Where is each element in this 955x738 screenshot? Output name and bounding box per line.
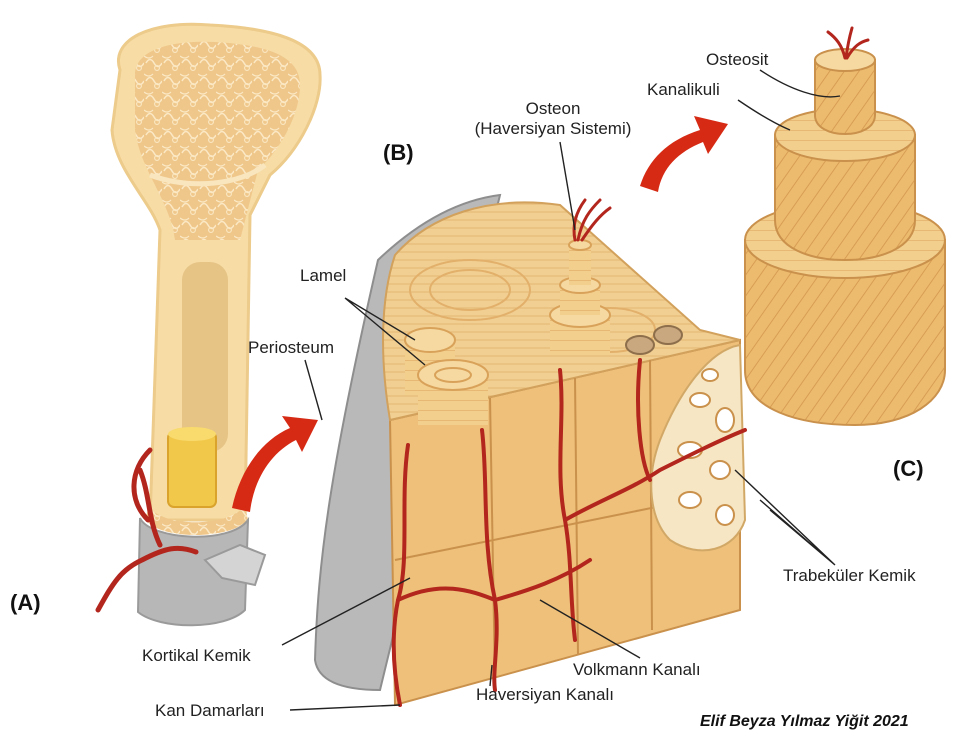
label-osteosit: Osteosit xyxy=(706,50,768,70)
leader-kan-damarlari xyxy=(290,705,400,710)
lamel-cylinder-2-top xyxy=(418,360,488,390)
label-volkmann-kanali: Volkmann Kanalı xyxy=(573,660,701,680)
cyl-top-cap xyxy=(815,49,875,71)
panel-label-c: (C) xyxy=(893,456,924,482)
label-periosteum: Periosteum xyxy=(248,338,334,358)
osteon-stack-top-cap xyxy=(569,240,591,250)
panel-label-a: (A) xyxy=(10,590,41,616)
label-kortikal-kemik: Kortikal Kemik xyxy=(142,646,251,666)
leader-trabekuler xyxy=(735,470,835,565)
label-haversiyan-kanali: Haversiyan Kanalı xyxy=(476,685,614,705)
marrow-top xyxy=(168,427,216,441)
author-credit: Elif Beyza Yılmaz Yiğit 2021 xyxy=(700,713,909,731)
label-lamel: Lamel xyxy=(300,266,346,286)
cortical-wedge xyxy=(315,195,745,705)
long-bone xyxy=(98,24,320,625)
label-kan-damarlari: Kan Damarları xyxy=(155,701,265,721)
arrow-b-to-c xyxy=(640,116,728,192)
label-trabekuler-kemik: Trabeküler Kemik xyxy=(783,566,916,586)
label-kanalikuli: Kanalikuli xyxy=(647,80,720,100)
label-osteon-line1: Osteon xyxy=(463,99,643,119)
label-osteon-line2: (Haversiyan Sistemi) xyxy=(463,119,643,139)
lamel-cylinder-1-top xyxy=(405,328,455,352)
panel-label-b: (B) xyxy=(383,140,414,166)
label-osteon: Osteon (Haversiyan Sistemi) xyxy=(463,99,643,138)
leader-periosteum xyxy=(305,360,322,420)
osteon-cylinder-stack xyxy=(745,28,945,425)
diaphysis-marrow xyxy=(168,432,216,507)
medullary-cavity xyxy=(182,262,228,452)
